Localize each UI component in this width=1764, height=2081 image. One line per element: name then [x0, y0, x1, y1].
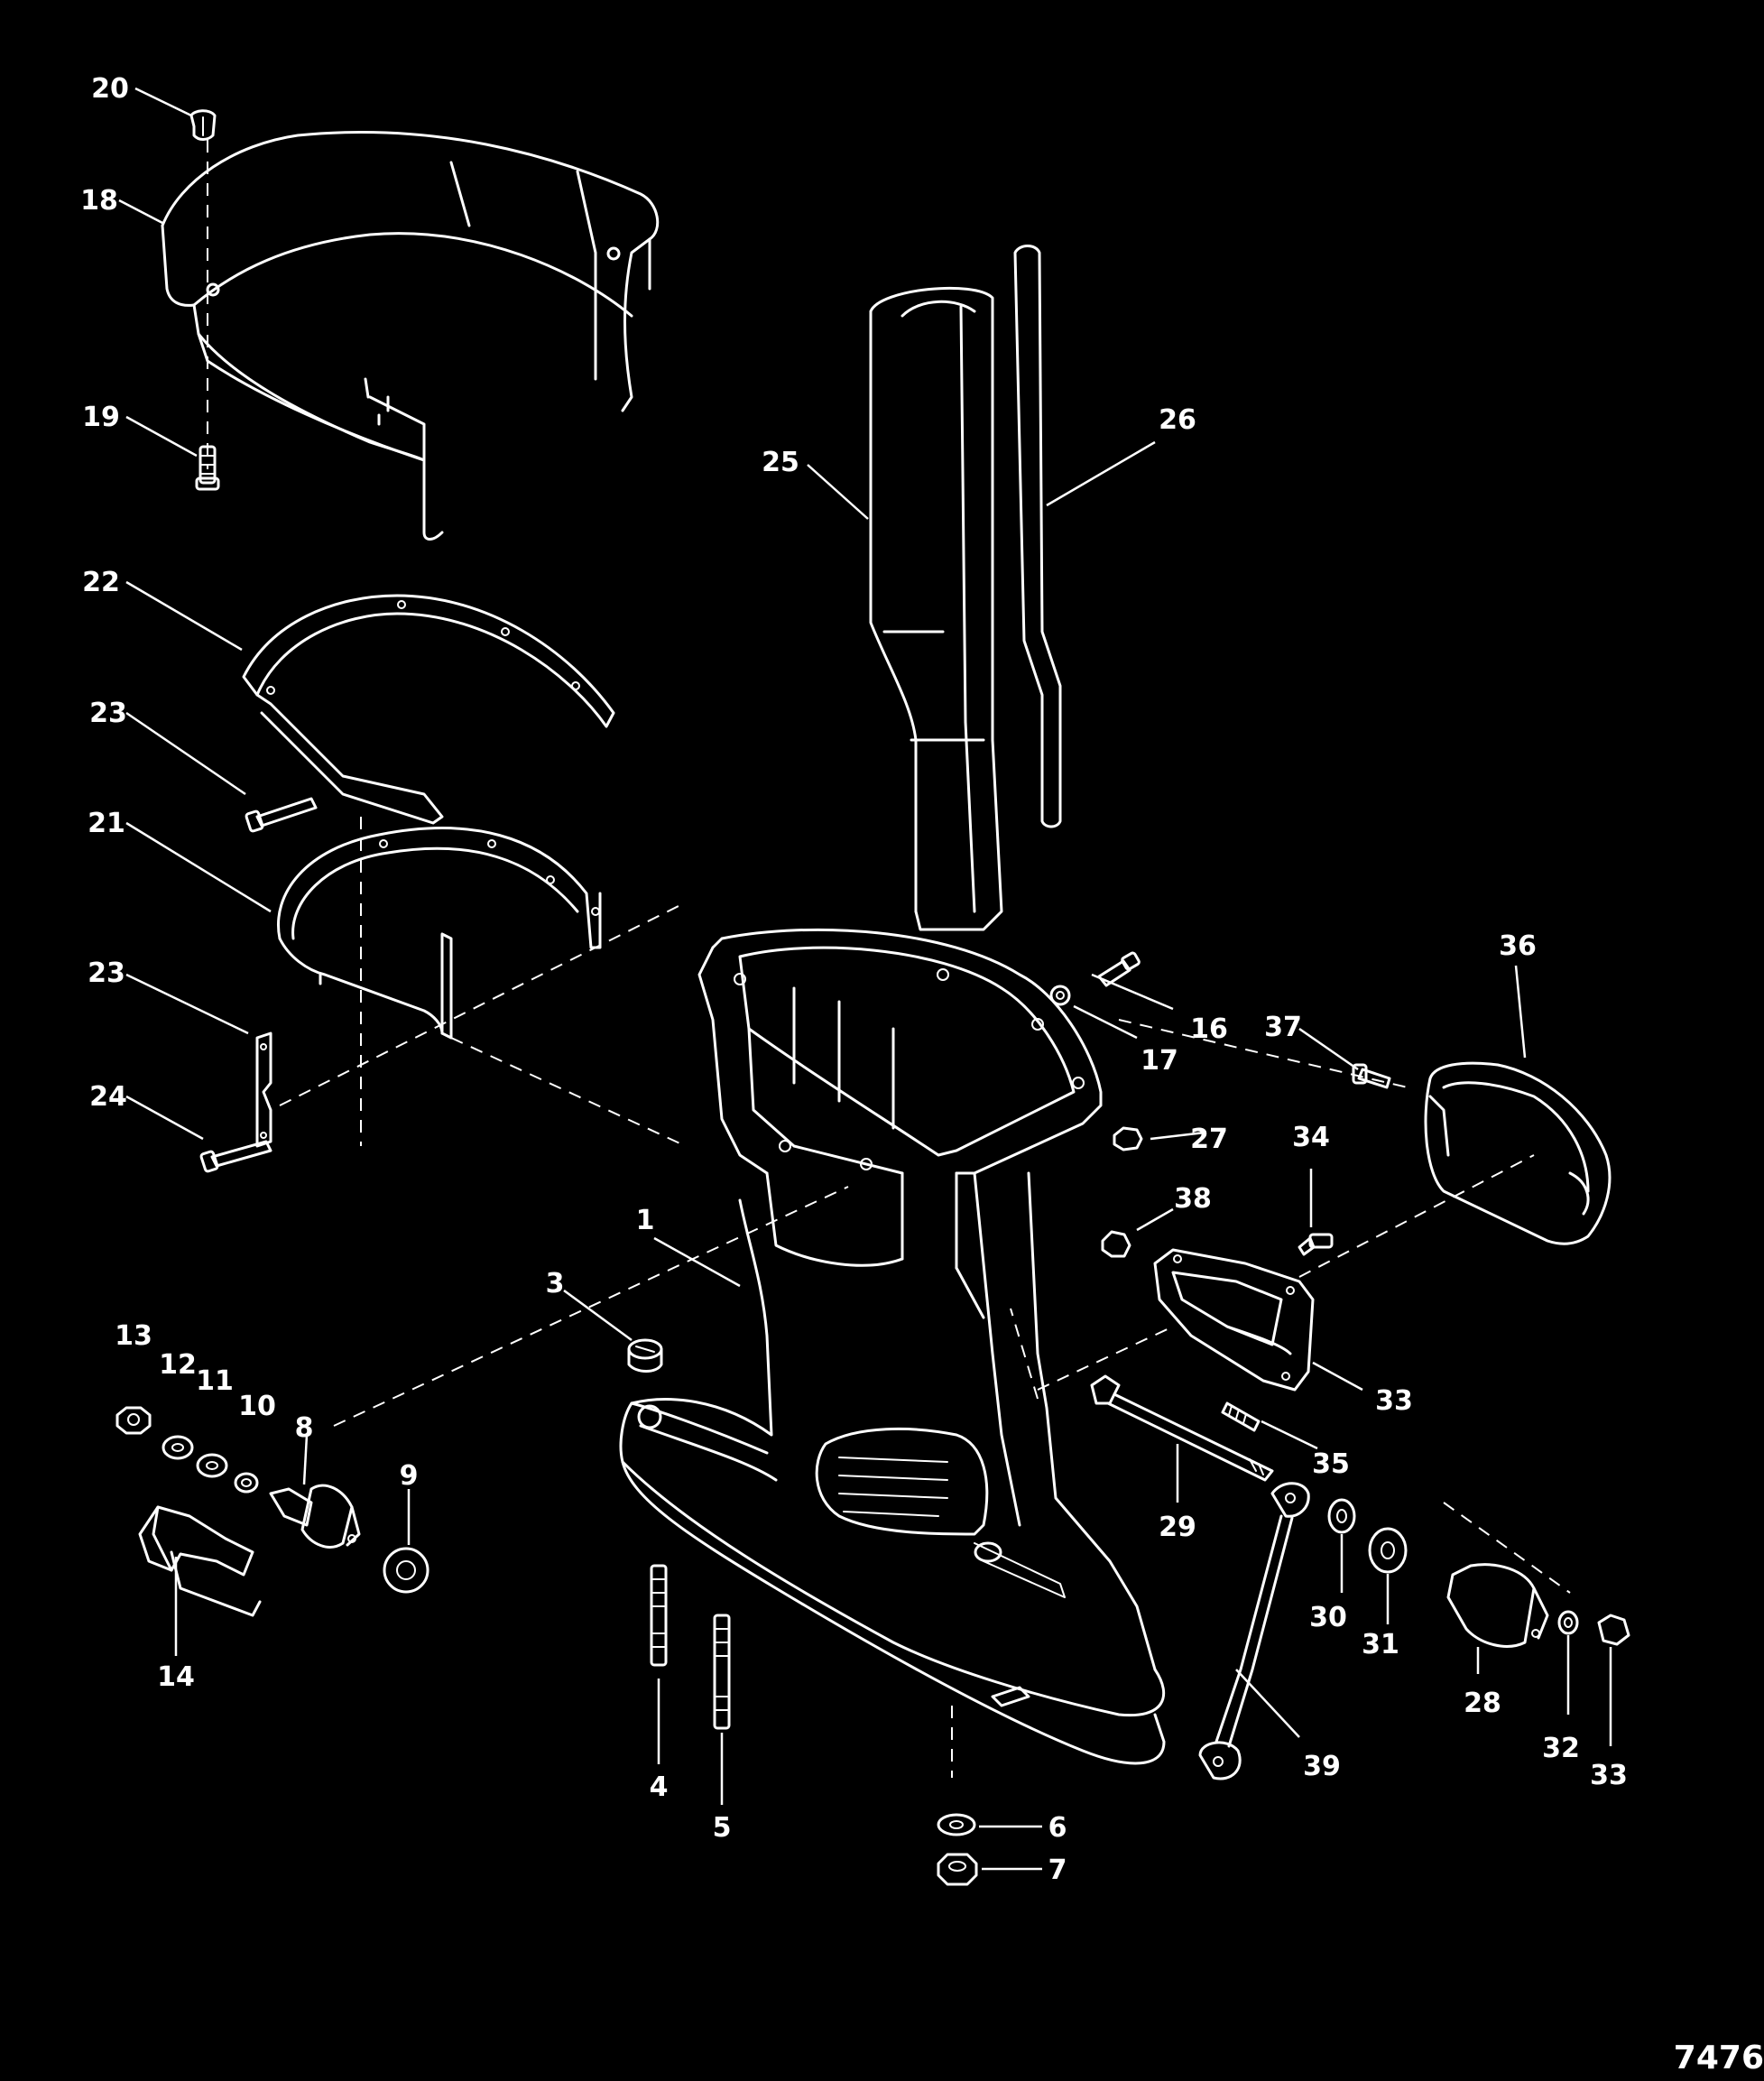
label-18: 19 [82, 402, 120, 433]
label-24: 25 [762, 447, 799, 478]
washer-part-16 [1049, 985, 1071, 1006]
washer-part-11 [196, 1453, 228, 1478]
alignment-lines [207, 140, 1571, 1778]
screw-part-18 [195, 445, 220, 491]
spring-part-35 [1221, 1401, 1261, 1432]
label-26: 27 [1190, 1124, 1228, 1155]
label-11: 11 [196, 1365, 234, 1397]
water-tube-part-25 [1013, 245, 1062, 828]
clamp-part-14 [138, 1505, 262, 1617]
washer-part-10 [234, 1472, 259, 1494]
grommet-part-9 [383, 1547, 429, 1594]
label-16: 17 [1141, 1045, 1178, 1077]
nut-part-32 [1597, 1614, 1630, 1646]
label-1: 1 [636, 1205, 655, 1236]
washer-part-31 [1557, 1610, 1579, 1635]
label-32: 33 [1590, 1760, 1628, 1791]
label-12: 12 [159, 1349, 197, 1381]
label-15: 16 [1190, 1013, 1228, 1045]
label-38: 38 [1174, 1183, 1212, 1215]
label-36: 36 [1499, 930, 1537, 962]
nut-part-38 [1101, 1230, 1131, 1258]
label-14: 14 [157, 1661, 195, 1693]
nut-part-26 [1113, 1126, 1143, 1151]
label-17: 18 [80, 185, 118, 217]
label-25: 26 [1159, 404, 1196, 436]
label-8: 8 [295, 1412, 314, 1444]
screw-part-23-lower [199, 1140, 272, 1173]
label-10: 10 [238, 1391, 276, 1422]
label-20: 21 [88, 808, 125, 839]
seal-part-21 [242, 594, 615, 825]
label-23-upper: 23 [89, 698, 127, 729]
label-6: 6 [1048, 1812, 1067, 1844]
label-21: 22 [82, 567, 120, 598]
stud-part-4 [650, 1564, 668, 1667]
washer-part-29 [1327, 1498, 1356, 1534]
label-3: 3 [546, 1268, 565, 1299]
nut-part-13 [115, 1406, 152, 1435]
bracket-part-22 [255, 1031, 272, 1148]
label-35: 35 [1312, 1448, 1350, 1480]
label-23-lower: 24 [89, 1081, 127, 1113]
bracket-part-33 [1153, 1248, 1315, 1392]
label-29: 30 [1309, 1602, 1347, 1633]
anode-part-8 [269, 1484, 361, 1549]
label-4: 4 [650, 1771, 669, 1803]
ground-strap-part-39 [1198, 1482, 1310, 1780]
plug-part-19 [189, 109, 217, 141]
label-34: 34 [1292, 1122, 1330, 1153]
screw-part-15 [1097, 951, 1141, 987]
label-7: 7 [1048, 1854, 1067, 1886]
leader-lines [118, 87, 1612, 1871]
label-37: 37 [1264, 1012, 1302, 1043]
label-9: 9 [400, 1460, 419, 1492]
screw-part-34 [1298, 1233, 1334, 1256]
label-39: 39 [1303, 1751, 1341, 1782]
label-19: 20 [91, 73, 129, 105]
label-30: 31 [1362, 1629, 1399, 1660]
driveshaft-housing-part-1 [619, 928, 1166, 1765]
cowl-part-17 [161, 130, 660, 541]
plug-part-3 [627, 1338, 663, 1373]
cover-part-36 [1424, 1061, 1612, 1245]
label-22: 23 [88, 957, 125, 989]
screw-part-23-upper [245, 797, 318, 833]
label-13: 13 [115, 1320, 152, 1352]
washer-part-6 [937, 1813, 976, 1836]
washer-part-30 [1368, 1527, 1408, 1574]
figure-number: 7476 [1674, 2039, 1764, 2076]
label-33: 33 [1375, 1385, 1413, 1417]
label-27: 28 [1464, 1688, 1501, 1719]
bolt-part-28 [1090, 1374, 1274, 1482]
washer-part-12 [162, 1435, 194, 1460]
stud-part-5 [713, 1614, 731, 1730]
exhaust-tube-part-24 [869, 286, 1003, 931]
anode-part-27 [1446, 1563, 1549, 1648]
label-5: 5 [713, 1812, 732, 1844]
seal-part-20 [277, 827, 602, 1040]
nut-part-7 [937, 1853, 978, 1886]
label-31: 32 [1542, 1733, 1580, 1764]
screw-part-37 [1352, 1063, 1391, 1089]
part-labels: 20 18 19 22 23 21 23 24 25 26 16 17 27 3… [80, 73, 1628, 1886]
label-28: 29 [1159, 1512, 1196, 1543]
